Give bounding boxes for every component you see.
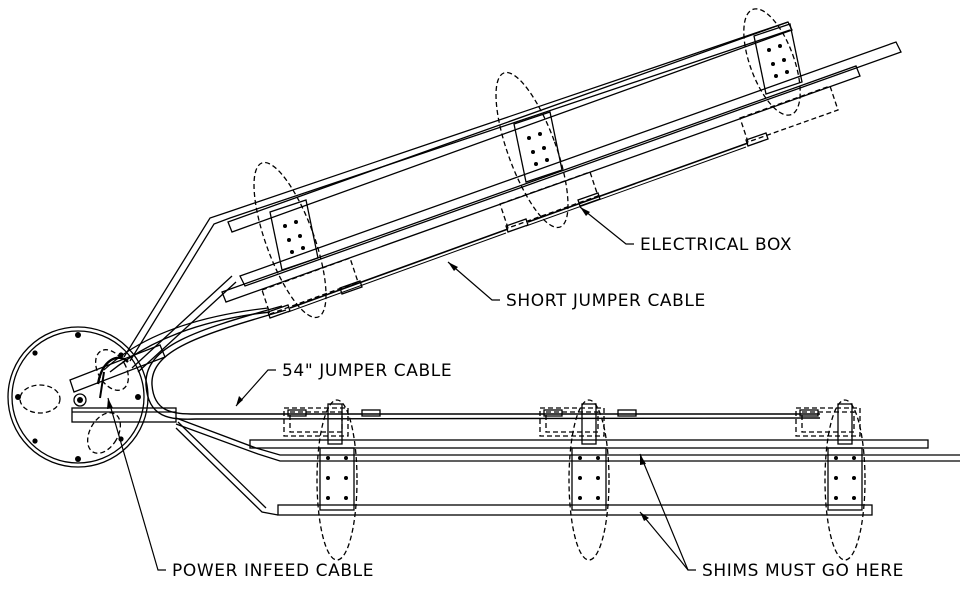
upper-panel-assembly	[123, 8, 902, 373]
jumper-54-cable-label: 54" JUMPER CABLE	[282, 361, 453, 381]
hub-mount	[7, 326, 177, 468]
cables	[96, 142, 821, 420]
short-jumper-cable-label: SHORT JUMPER CABLE	[506, 291, 706, 311]
power-infeed-cable-label: POWER INFEED CABLE	[172, 561, 375, 581]
shims-label: SHIMS MUST GO HERE	[702, 561, 904, 581]
lower-panel-assembly	[175, 399, 960, 561]
leader-lines	[107, 206, 696, 571]
electrical-box-label: ELECTRICAL BOX	[640, 235, 793, 255]
